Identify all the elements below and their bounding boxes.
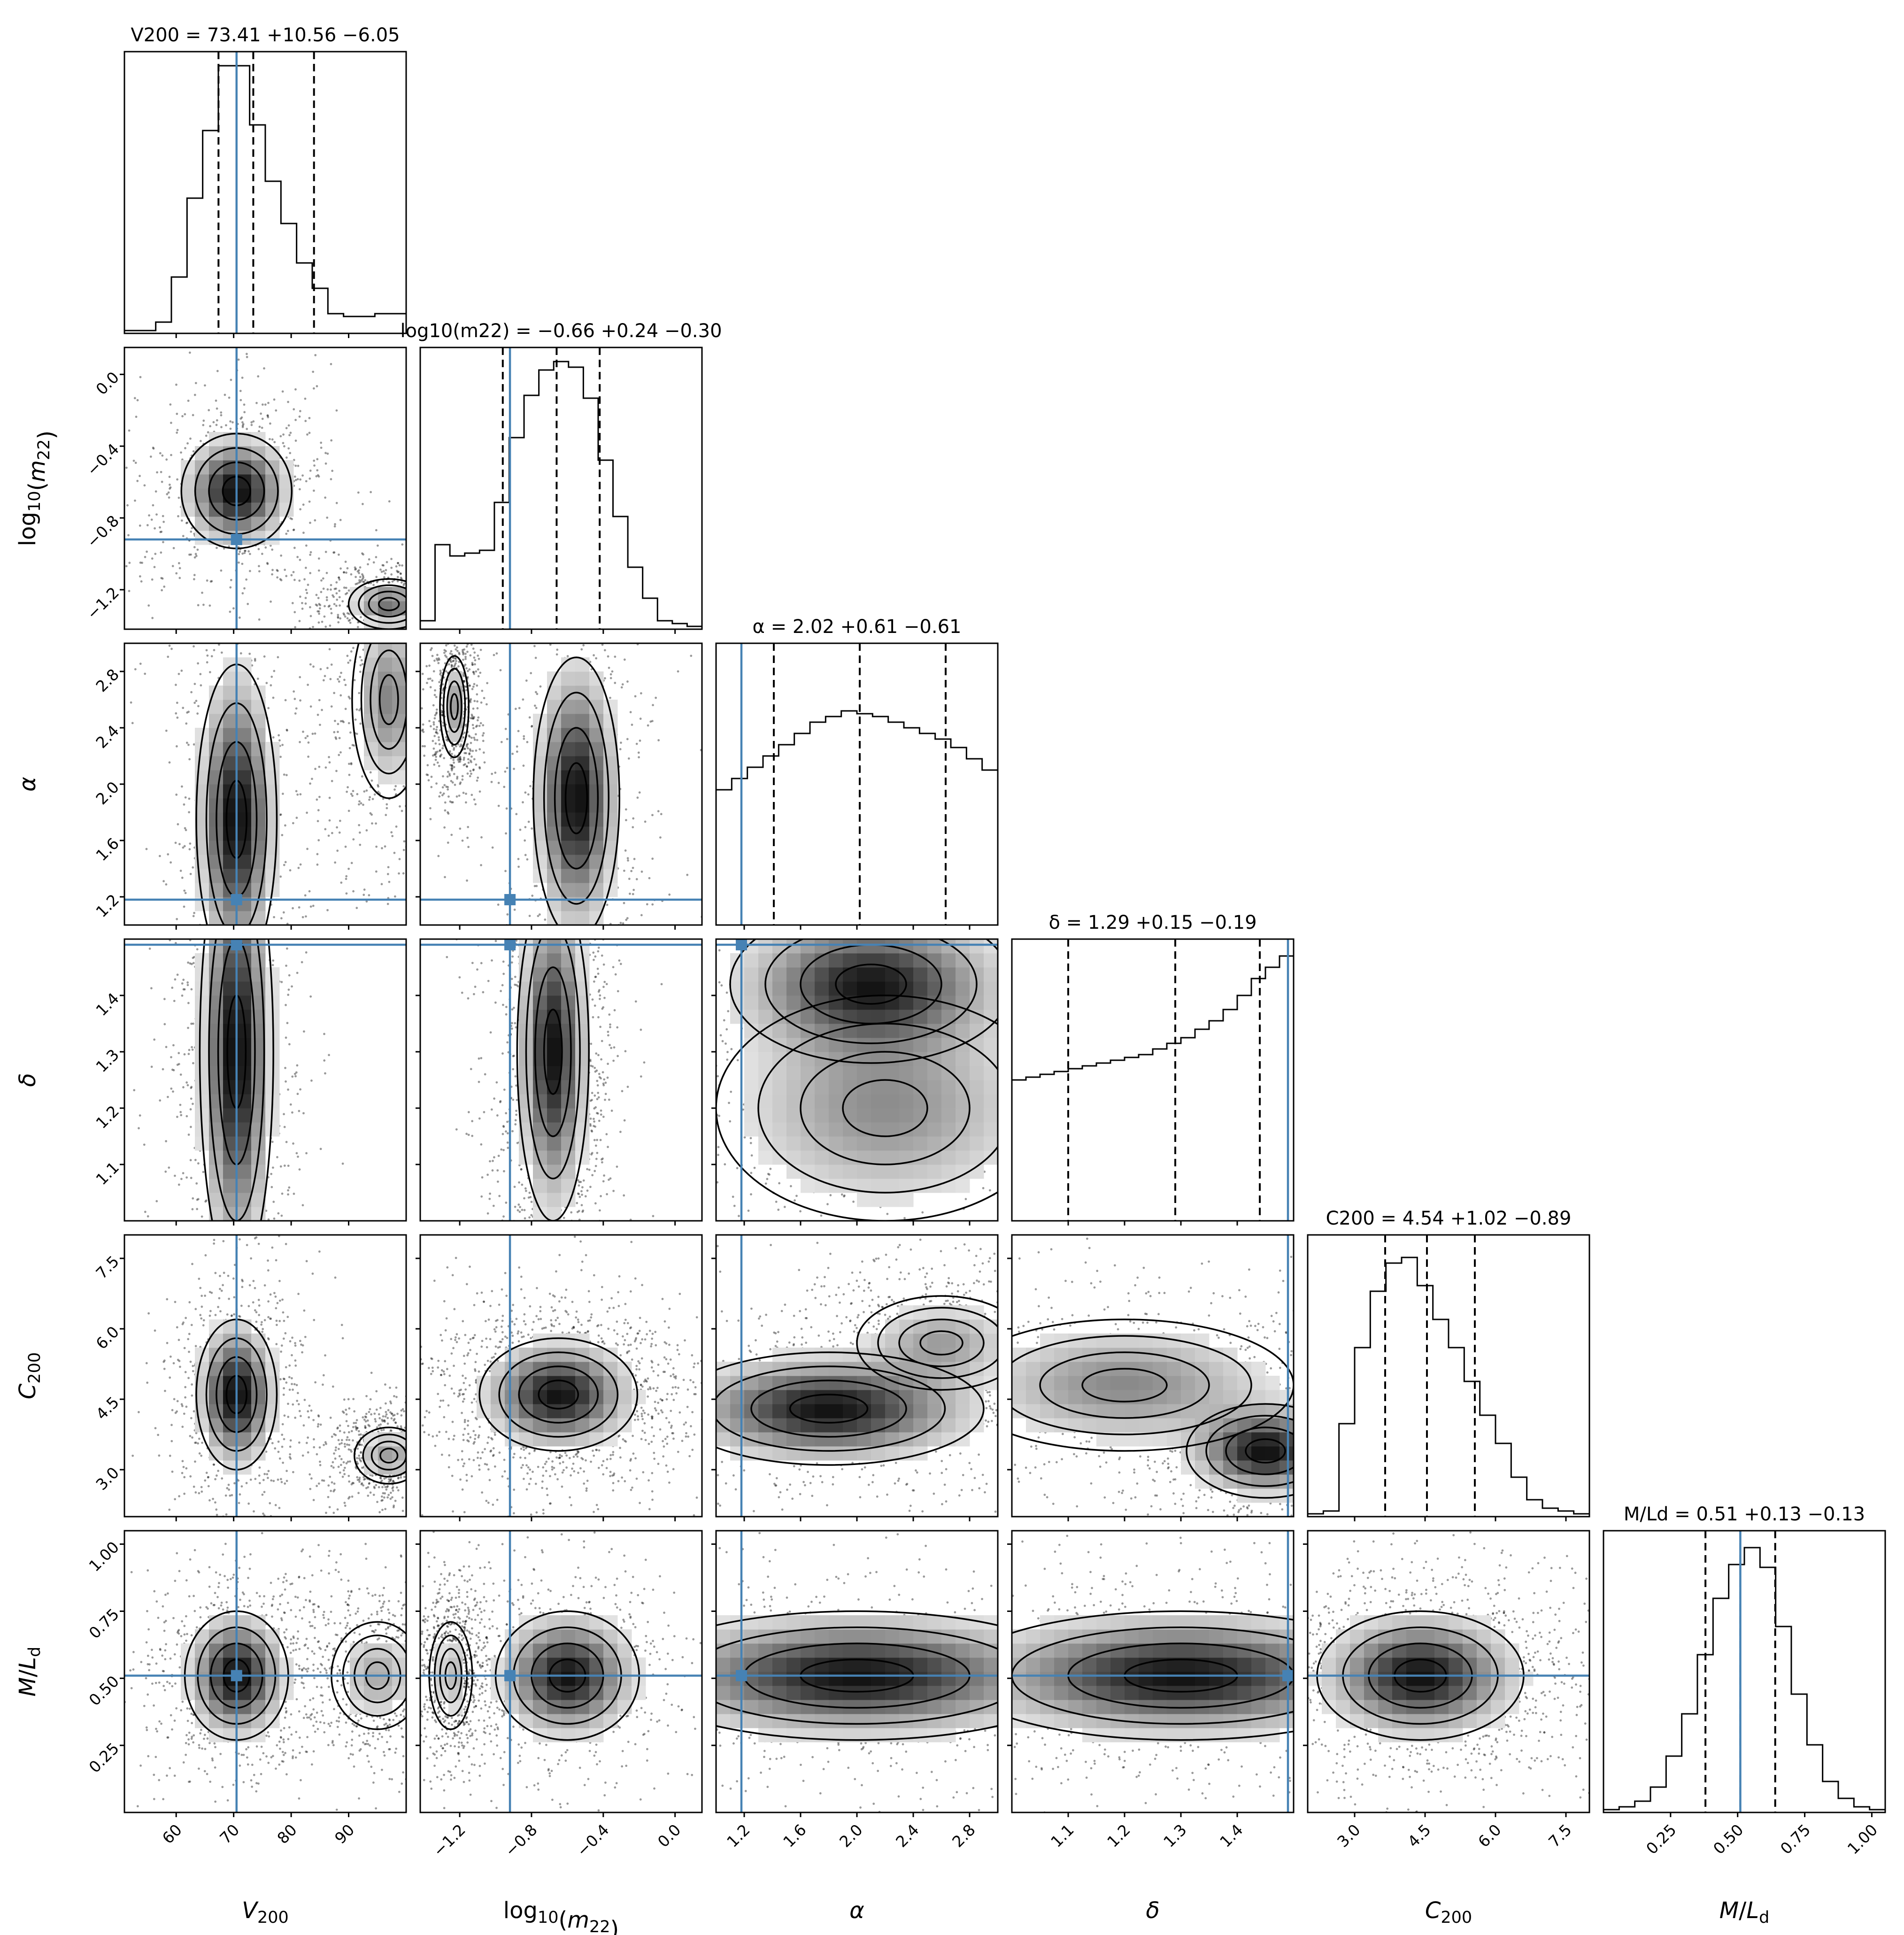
- panel-frame: [420, 347, 702, 629]
- y-tick-label: 1.1: [92, 1158, 123, 1189]
- histogram-title: log10(m22) = −0.66 +0.24 −0.30: [400, 320, 722, 342]
- histogram-panel-V200: V200 = 73.41 +10.56 −6.05: [124, 24, 406, 338]
- x-tick-label: 2.4: [892, 1820, 923, 1851]
- histogram-step-line: [1603, 1548, 1885, 1812]
- x-tick-label: 90: [331, 1820, 358, 1847]
- x-tick-label: 0.25: [1642, 1820, 1680, 1858]
- y-tick-label: 2.8: [92, 665, 123, 696]
- x-tick-label: 4.5: [1404, 1820, 1434, 1851]
- truth-marker: [231, 939, 242, 950]
- y-tick-label: 0.25: [85, 1739, 123, 1777]
- truth-marker: [736, 1670, 747, 1681]
- corner-panels: V200 = 73.41 +10.56 −6.05 −1.2 −0.8 −0.4 0.0…: [15, 24, 1904, 1935]
- x-tick-label: 80: [274, 1820, 301, 1847]
- y-axis-label-logm: log10(m22): [15, 431, 60, 547]
- x-tick-label: 1.6: [779, 1820, 810, 1851]
- joint-panel-alpha-vs-V200: 1.2 1.6 2.0 2.4 2.8: [92, 340, 516, 1312]
- y-tick-label: −0.8: [83, 512, 123, 551]
- y-tick-label: 1.4: [92, 989, 123, 1020]
- histogram-panel-ML: M/Ld = 0.51 +0.13 −0.13 0.25 0.50 0.75 1.00: [1603, 1503, 1885, 1858]
- histogram-panel-logm: log10(m22) = −0.66 +0.24 −0.30: [400, 320, 722, 634]
- x-tick-label: 1.4: [1216, 1820, 1247, 1851]
- x-tick-label: 3.0: [1334, 1820, 1364, 1851]
- y-tick-label: 2.4: [92, 722, 123, 752]
- truth-marker: [1282, 1670, 1294, 1681]
- panel-frame: [1308, 1235, 1589, 1517]
- panel-frame: [1603, 1531, 1885, 1812]
- histogram-title: C200 = 4.54 +1.02 −0.89: [1326, 1208, 1572, 1229]
- y-tick-label: 0.0: [92, 368, 123, 399]
- x-tick-label: 1.2: [723, 1820, 754, 1851]
- truth-marker: [231, 1670, 242, 1681]
- histogram-title: δ = 1.29 +0.15 −0.19: [1048, 912, 1256, 933]
- x-axis-label-V200: V200: [242, 1897, 289, 1927]
- histogram-step-line: [124, 66, 406, 333]
- truth-marker: [736, 939, 747, 950]
- joint-density: [120, 1176, 490, 1618]
- histogram-panel-delta: δ = 1.29 +0.15 −0.19: [1012, 912, 1294, 1226]
- x-tick-label: 0.0: [654, 1820, 685, 1851]
- x-tick-label: 1.00: [1844, 1820, 1881, 1858]
- truth-marker: [504, 1670, 516, 1681]
- y-tick-label: 1.2: [92, 1102, 123, 1133]
- x-tick-label: 0.75: [1777, 1820, 1814, 1858]
- y-tick-label: 0.75: [85, 1605, 123, 1642]
- y-axis-label-delta: δ: [15, 1073, 41, 1087]
- histogram-step-line: [1308, 1257, 1589, 1517]
- truth-marker: [504, 894, 516, 905]
- joint-density: [100, 1508, 542, 1830]
- x-tick-label: 60: [159, 1820, 185, 1847]
- histogram-step-line: [1012, 956, 1294, 1221]
- y-axis-label-ML: M/Ld: [15, 1647, 44, 1697]
- x-axis-label-alpha: α: [849, 1897, 864, 1924]
- truth-marker: [231, 534, 242, 545]
- x-axis-label-delta: δ: [1146, 1897, 1159, 1924]
- x-axis-label-C200: C200: [1425, 1897, 1472, 1927]
- x-tick-label: −0.4: [573, 1820, 612, 1860]
- histogram-step-line: [716, 711, 998, 925]
- x-tick-label: 6.0: [1474, 1820, 1505, 1851]
- joint-panel-ML-vs-V200: 0.25 0.50 0.75 1.00 60 70 80 90: [85, 1508, 542, 1848]
- x-tick-label: 2.0: [836, 1820, 866, 1851]
- panel-frame: [716, 643, 998, 925]
- y-tick-label: −1.2: [83, 583, 123, 623]
- y-tick-label: 0.50: [85, 1672, 123, 1710]
- histogram-title: M/Ld = 0.51 +0.13 −0.13: [1624, 1503, 1865, 1525]
- y-tick-label: −0.4: [83, 440, 123, 479]
- x-tick-label: 1.2: [1103, 1820, 1134, 1851]
- y-axis-label-C200: C200: [15, 1352, 44, 1399]
- y-tick-label: 1.00: [85, 1538, 123, 1575]
- x-axis-label-logm: log10(m22): [503, 1897, 619, 1935]
- joint-panel-C200-vs-V200: 3.0 4.5 6.0 7.5: [92, 1176, 490, 1618]
- y-axis-label-alpha: α: [15, 777, 41, 792]
- x-tick-label: 7.5: [1545, 1820, 1575, 1851]
- x-tick-label: −1.2: [430, 1820, 469, 1860]
- x-tick-label: 70: [216, 1820, 243, 1847]
- x-tick-label: −0.8: [501, 1820, 540, 1860]
- y-tick-label: 1.3: [92, 1046, 123, 1076]
- y-tick-label: 4.5: [92, 1393, 123, 1424]
- y-tick-label: 1.6: [92, 834, 123, 865]
- y-tick-label: 7.5: [92, 1252, 123, 1283]
- y-tick-label: 6.0: [92, 1323, 123, 1353]
- histogram-step-line: [420, 362, 702, 629]
- histogram-panel-C200: C200 = 4.54 +1.02 −0.89: [1308, 1208, 1589, 1521]
- y-tick-label: 3.0: [92, 1464, 123, 1494]
- x-tick-label: 1.1: [1047, 1820, 1078, 1851]
- x-tick-label: 2.8: [948, 1820, 979, 1851]
- x-tick-label: 0.50: [1710, 1820, 1747, 1858]
- truth-marker: [504, 939, 516, 950]
- y-tick-label: 1.2: [92, 891, 123, 921]
- histogram-title: α = 2.02 +0.61 −0.61: [753, 616, 962, 638]
- x-tick-label: 1.3: [1160, 1820, 1190, 1851]
- histogram-panel-alpha: α = 2.02 +0.61 −0.61: [716, 616, 998, 930]
- histogram-title: V200 = 73.41 +10.56 −6.05: [131, 24, 400, 46]
- truth-marker: [231, 894, 242, 905]
- y-tick-label: 2.0: [92, 778, 123, 809]
- panel-frame: [124, 52, 406, 333]
- x-axis-label-ML: M/Ld: [1719, 1897, 1770, 1927]
